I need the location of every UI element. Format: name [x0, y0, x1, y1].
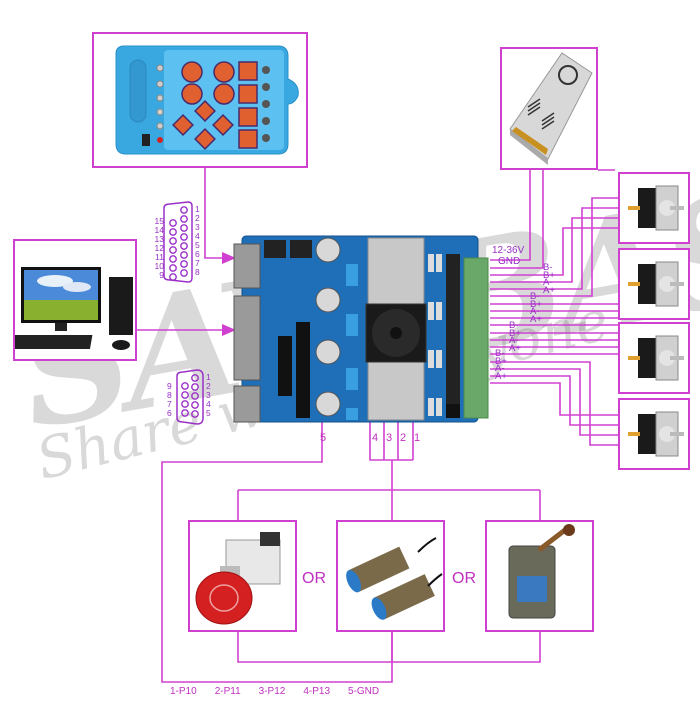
stepper-motor-2: [618, 248, 690, 320]
wire-number-3: 3: [386, 432, 393, 444]
pin-label: A-: [530, 306, 540, 317]
stepper-motor-3: [618, 322, 690, 394]
pin-label: 1: [206, 372, 211, 382]
handwheel-wire: [204, 168, 222, 259]
pin-label: A-: [509, 335, 519, 346]
pin-label: 9: [167, 381, 172, 391]
pin-label: 6: [167, 408, 172, 418]
emergency-stop-box: [188, 520, 297, 632]
motor-pins-group-3: B- B+ A- A+: [509, 320, 521, 354]
pin-label: B+: [530, 298, 542, 310]
db15-left-pins: 15 14 13 12 11 10 9: [144, 217, 164, 280]
or-label-2: OR: [452, 570, 476, 587]
proximity-sensor-box: [336, 520, 445, 632]
wire-number-4: 4: [372, 432, 379, 444]
pin-label: B+: [509, 327, 521, 339]
db9-left-pins: 9 8 7 6: [167, 382, 172, 418]
stepper-motor-4: [618, 398, 690, 470]
legend-item: 2-P11: [214, 686, 241, 697]
pin-label: 8: [167, 390, 172, 400]
motor-pins-group-2: B- B+ A- A+: [530, 291, 542, 325]
wire-number-5: 5: [320, 432, 327, 444]
pin-label: 2: [206, 381, 211, 391]
pin-label: 15: [154, 216, 164, 226]
handwheel-box: [92, 32, 308, 168]
arrow-icon: [222, 252, 236, 264]
handwheel-image: [115, 45, 299, 155]
pin-label: 6: [195, 249, 200, 259]
pin-label: B+: [543, 269, 555, 281]
pin-label: 5: [206, 408, 211, 418]
wire-number-1: 1: [414, 432, 421, 444]
pin-label: B-: [509, 320, 519, 331]
pin-label: 9: [159, 270, 164, 280]
db9-connector: 9 8 7 6 1 2 3 4 5: [165, 368, 225, 428]
or-label-1: OR: [302, 570, 326, 587]
legend-item: 1-P10: [170, 686, 197, 697]
computer-image: [5, 267, 133, 350]
pin-label: 8: [195, 267, 200, 277]
legend-item: 4-P13: [303, 686, 331, 697]
pin-label: A+: [495, 370, 507, 382]
db9-right-pins: 1 2 3 4 5: [206, 373, 211, 418]
arrow-icon: [222, 324, 236, 336]
pin-label: 5: [195, 240, 200, 250]
pin-legend: 1-P10 2-P11 3-P12 4-P13 5-GND: [170, 686, 379, 697]
psu-wire-gnd: [490, 170, 544, 269]
pin-label: 4: [206, 399, 211, 409]
computer-box: [5, 239, 137, 361]
stepper-motor-1: [618, 172, 690, 244]
pin-label: 2: [195, 213, 200, 223]
emergency-stop-image: [195, 532, 281, 625]
power-supply-box: [500, 47, 598, 170]
pin-label: B-: [530, 291, 540, 302]
pin-label: 11: [155, 252, 164, 262]
pin-label: 10: [154, 261, 164, 271]
pin-label: 12: [154, 243, 164, 253]
pin-label: 13: [154, 234, 164, 244]
power-supply-image: [509, 52, 593, 165]
pin-label: 7: [195, 258, 200, 268]
psu-wire-vplus: [490, 170, 531, 261]
pin-label: 1: [195, 204, 200, 214]
pin-label: A-: [543, 277, 553, 288]
pin-label: 3: [206, 390, 211, 400]
wire-number-2: 2: [400, 432, 407, 444]
pin-label: 4: [195, 231, 200, 241]
pin-label: B-: [543, 262, 553, 273]
db15-right-pins: 1 2 3 4 5 6 7 8: [195, 205, 200, 277]
pin-label: A+: [543, 284, 555, 296]
motor-pins-group-1: B- B+ A- A+: [543, 262, 555, 296]
pin-label: A+: [530, 313, 542, 325]
pin-label: 7: [167, 399, 172, 409]
pin-label: A+: [509, 342, 521, 354]
pin-label: 14: [154, 225, 164, 235]
driver-board: [232, 232, 490, 428]
power-voltage-label: 12-36V: [492, 245, 525, 256]
pin-label: B+: [495, 355, 507, 367]
motor-pins-group-4: B- B+ A- A+: [495, 348, 507, 382]
db15-connector: 15 14 13 12 11 10 9 1 2 3 4 5 6 7 8: [140, 200, 220, 285]
pin-label: A-: [495, 363, 505, 374]
proximity-sensor-image: [346, 537, 443, 620]
legend-item: 3-P12: [258, 686, 286, 697]
pin-label: 3: [195, 222, 200, 232]
power-gnd-label: GND: [498, 256, 521, 267]
pin-label: B-: [495, 348, 505, 359]
legend-item: 5-GND: [348, 686, 380, 697]
limit-switch-box: [485, 520, 594, 632]
limit-switch-image: [508, 524, 575, 619]
